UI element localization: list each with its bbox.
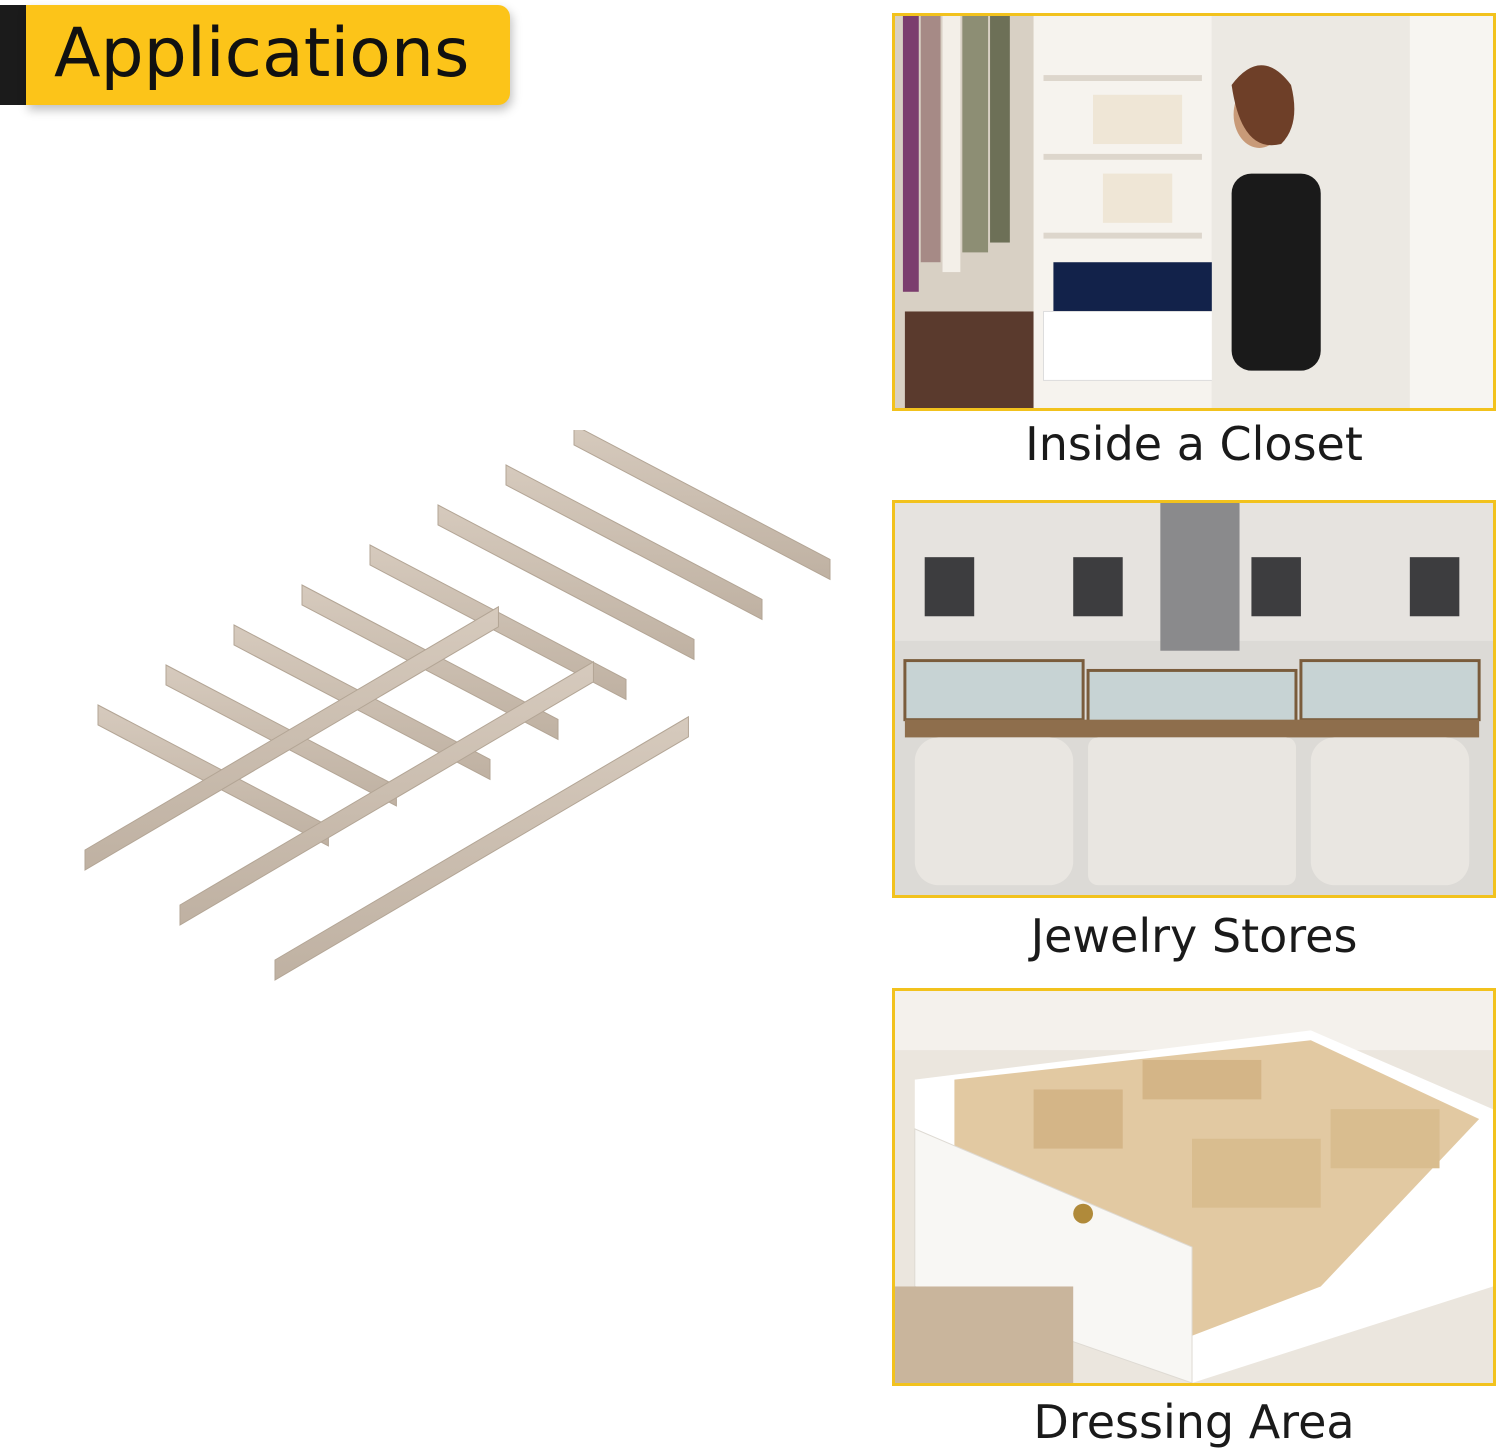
header-label-box <box>26 5 510 105</box>
divider-long-slat <box>573 430 831 581</box>
divider-long-slat <box>437 504 695 661</box>
drawer-divider-illustration <box>84 430 831 981</box>
divider-slats <box>84 430 831 981</box>
closet-photo <box>892 13 1496 411</box>
jewelry-store-photo <box>892 500 1496 898</box>
section-title: Applications <box>54 14 470 93</box>
jewelry-store-image <box>895 503 1493 895</box>
caption-closet: Inside a Closet <box>1025 417 1363 471</box>
caption-jewelry-stores: Jewelry Stores <box>1030 909 1358 963</box>
divider-cross-slat <box>84 605 499 871</box>
divider-cross-slat <box>179 660 594 926</box>
dressing-area-image <box>895 991 1493 1383</box>
header-accent-bar <box>0 5 26 105</box>
caption-dressing-area: Dressing Area <box>1033 1395 1355 1449</box>
dressing-area-photo <box>892 988 1496 1386</box>
divider-long-slat <box>505 464 763 621</box>
section-header: Applications <box>0 5 512 105</box>
divider-cross-slat <box>274 715 689 981</box>
closet-image <box>895 16 1493 408</box>
